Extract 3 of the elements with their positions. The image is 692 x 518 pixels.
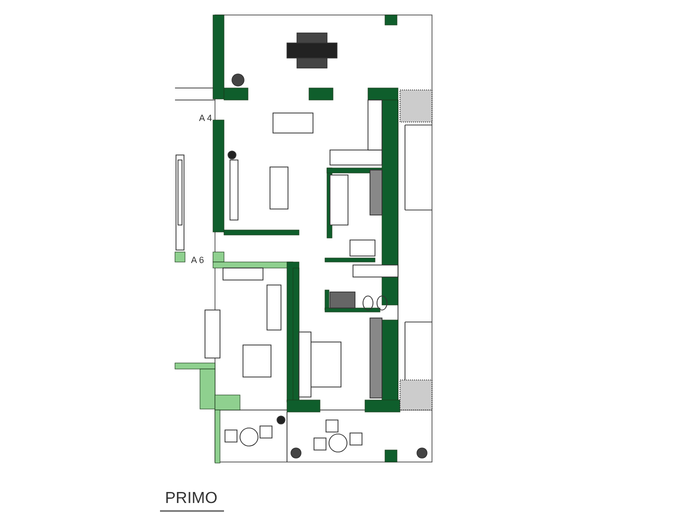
unit-label: A 4 (199, 112, 212, 125)
unit-label: A 6 (191, 254, 204, 267)
floor-title: PRIMO (165, 489, 218, 509)
